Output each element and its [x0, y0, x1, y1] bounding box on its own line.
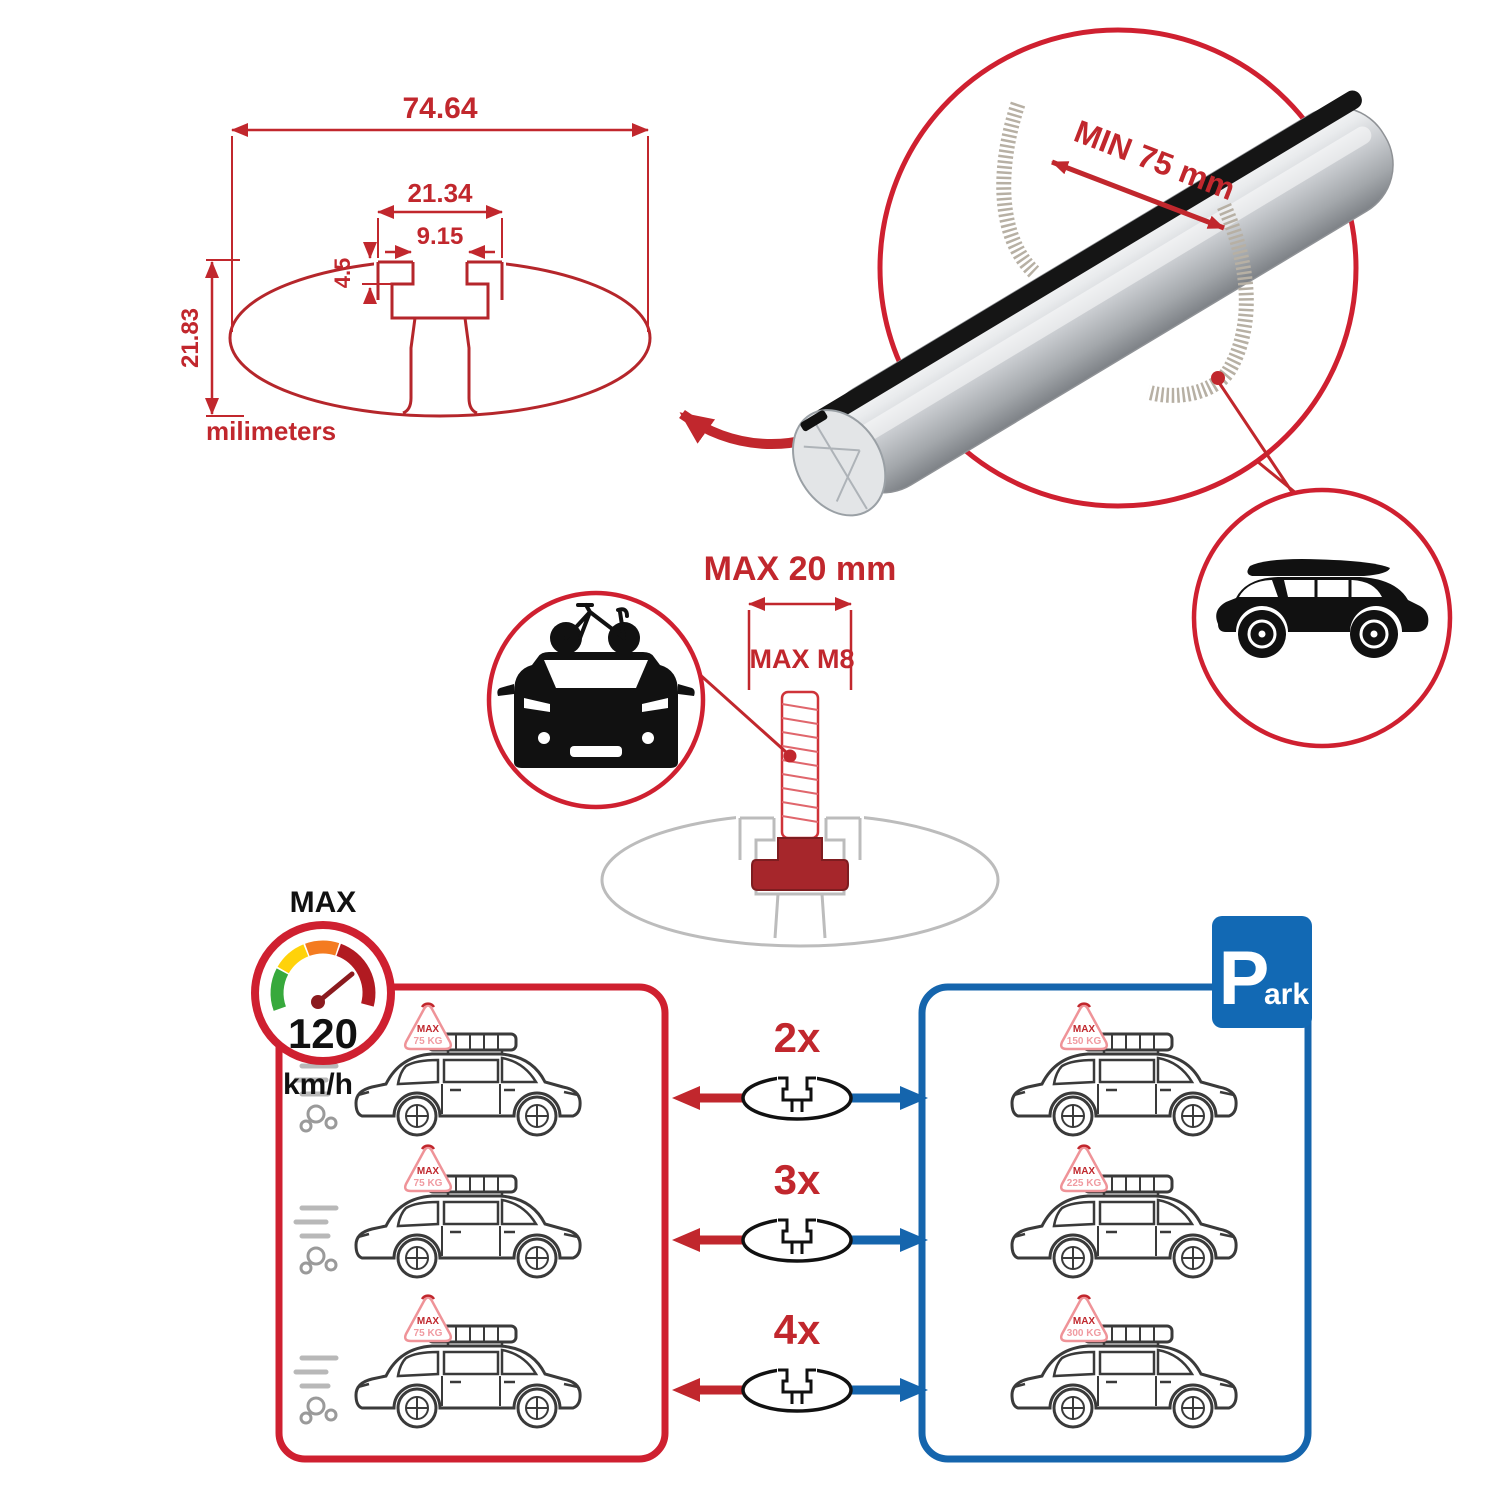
dim-overall-width: 74.64	[402, 92, 477, 125]
profile-channel-mask	[374, 244, 506, 320]
arrow-head-red	[672, 1228, 700, 1252]
gauge-hub	[311, 995, 325, 1009]
parked-car-row-1: MAX 150 KG	[1010, 1002, 1238, 1137]
badge-title: MAX	[417, 1316, 440, 1327]
arrow-head-red	[672, 1378, 700, 1402]
driving-car-row-3: MAX 75 KG	[296, 1294, 582, 1429]
badge-load: 75 KG	[414, 1036, 443, 1047]
load-badge: MAX 75 KG	[403, 1144, 453, 1193]
parking-sign: P ark	[1212, 916, 1312, 1028]
fitting-strap-left	[996, 101, 1040, 278]
multiplier-label: 3x	[774, 1156, 821, 1203]
arrow-head-blue	[900, 1378, 928, 1402]
arrow-head-blue	[900, 1228, 928, 1252]
parking-letter: P	[1219, 936, 1270, 1021]
multiplier-row-1: 2x	[672, 1014, 928, 1121]
parking-sign-plate	[1212, 916, 1312, 1028]
load-badge: MAX 75 KG	[403, 1002, 453, 1051]
multiplier-label: 4x	[774, 1306, 821, 1353]
gauge-arc-yellow	[277, 944, 309, 974]
load-badge: MAX 150 KG	[1059, 1002, 1109, 1051]
parked-car-row-3: MAX 300 KG	[1010, 1294, 1238, 1429]
bolt-point-dot	[783, 749, 797, 763]
badge-load: 75 KG	[414, 1328, 443, 1339]
load-badge: MAX 300 KG	[1059, 1294, 1109, 1343]
crossbar-profile-icon	[741, 1070, 853, 1121]
gauge-arc-orange	[305, 940, 340, 957]
bolt-width-ext-lines	[747, 610, 853, 690]
dim-ext-overall-width	[231, 136, 649, 332]
t-bolt	[751, 690, 849, 891]
badge-load: 225 KG	[1067, 1178, 1102, 1189]
suv-roofbox-circle	[1191, 487, 1453, 749]
fastener-spec: MAX 20 mm MAX M8	[600, 550, 1000, 948]
multiplier-row-3: 4x	[672, 1306, 928, 1413]
dim-ext-channel-width	[377, 218, 503, 258]
speed-limit-gauge: MAX 120 km/h	[251, 886, 395, 1101]
leader-to-bolt	[686, 662, 788, 754]
speed-units: km/h	[283, 1068, 353, 1101]
fitting-point-dot	[1211, 371, 1225, 385]
dim-channel-width: 21.34	[407, 178, 473, 208]
driving-car-row-1: MAX 75 KG	[296, 1002, 582, 1137]
units-label: milimeters	[206, 416, 336, 446]
dim-slot-width: 9.15	[417, 223, 464, 250]
suv-roofbox-art	[1216, 559, 1429, 658]
badge-title: MAX	[417, 1024, 440, 1035]
crossbar-detail-circle: MIN 75 mm	[792, 27, 1394, 517]
multiplier-row-2: 3x	[672, 1156, 928, 1263]
bicycle-icon	[550, 603, 640, 654]
dim-ext-overall-height	[206, 259, 244, 417]
driving-car-row-2: MAX 75 KG	[296, 1144, 582, 1279]
max-thread-label: MAX M8	[749, 644, 854, 674]
badge-title: MAX	[1073, 1166, 1096, 1177]
badge-title: MAX	[1073, 1316, 1096, 1327]
gauge-needle	[315, 971, 355, 1005]
cross-section-diagram: 74.64 21.34 9.15 4.5 21.83 milimeters	[177, 92, 652, 446]
badge-title: MAX	[417, 1166, 440, 1177]
crossbar-profile-icon	[741, 1362, 853, 1413]
arrow-head-blue	[900, 1086, 928, 1110]
max-width-label: MAX 20 mm	[704, 550, 897, 588]
parking-suffix: ark	[1264, 978, 1309, 1011]
gauge-arc-red	[336, 943, 376, 1007]
crossbar-photo	[792, 90, 1394, 517]
roof-box	[1247, 559, 1390, 576]
profile-t-slot	[390, 262, 490, 320]
t-bolt-head	[751, 837, 849, 891]
speed-value: 120	[288, 1010, 358, 1057]
min-span-arrow	[1051, 159, 1225, 231]
profile-stem	[402, 317, 478, 415]
arrow-head-red	[672, 1086, 700, 1110]
badge-load: 75 KG	[414, 1178, 443, 1189]
speed-max-label: MAX	[290, 886, 357, 919]
profile-channel-walls	[376, 262, 504, 300]
dim-lip-height: 4.5	[330, 258, 355, 289]
dim-overall-height: 21.83	[177, 308, 204, 368]
badge-load: 150 KG	[1067, 1036, 1102, 1047]
crossbar-profile-icon	[741, 1212, 853, 1263]
badge-load: 300 KG	[1067, 1328, 1102, 1339]
badge-title: MAX	[1073, 1024, 1096, 1035]
bike-car-circle	[486, 590, 706, 810]
bike-car-art	[497, 603, 695, 768]
multiplier-label: 2x	[774, 1014, 821, 1061]
gauge-arc-green	[270, 968, 289, 1011]
load-badge: MAX 225 KG	[1059, 1144, 1109, 1193]
parked-car-row-2: MAX 225 KG	[1010, 1144, 1238, 1279]
load-badge: MAX 75 KG	[403, 1294, 453, 1343]
